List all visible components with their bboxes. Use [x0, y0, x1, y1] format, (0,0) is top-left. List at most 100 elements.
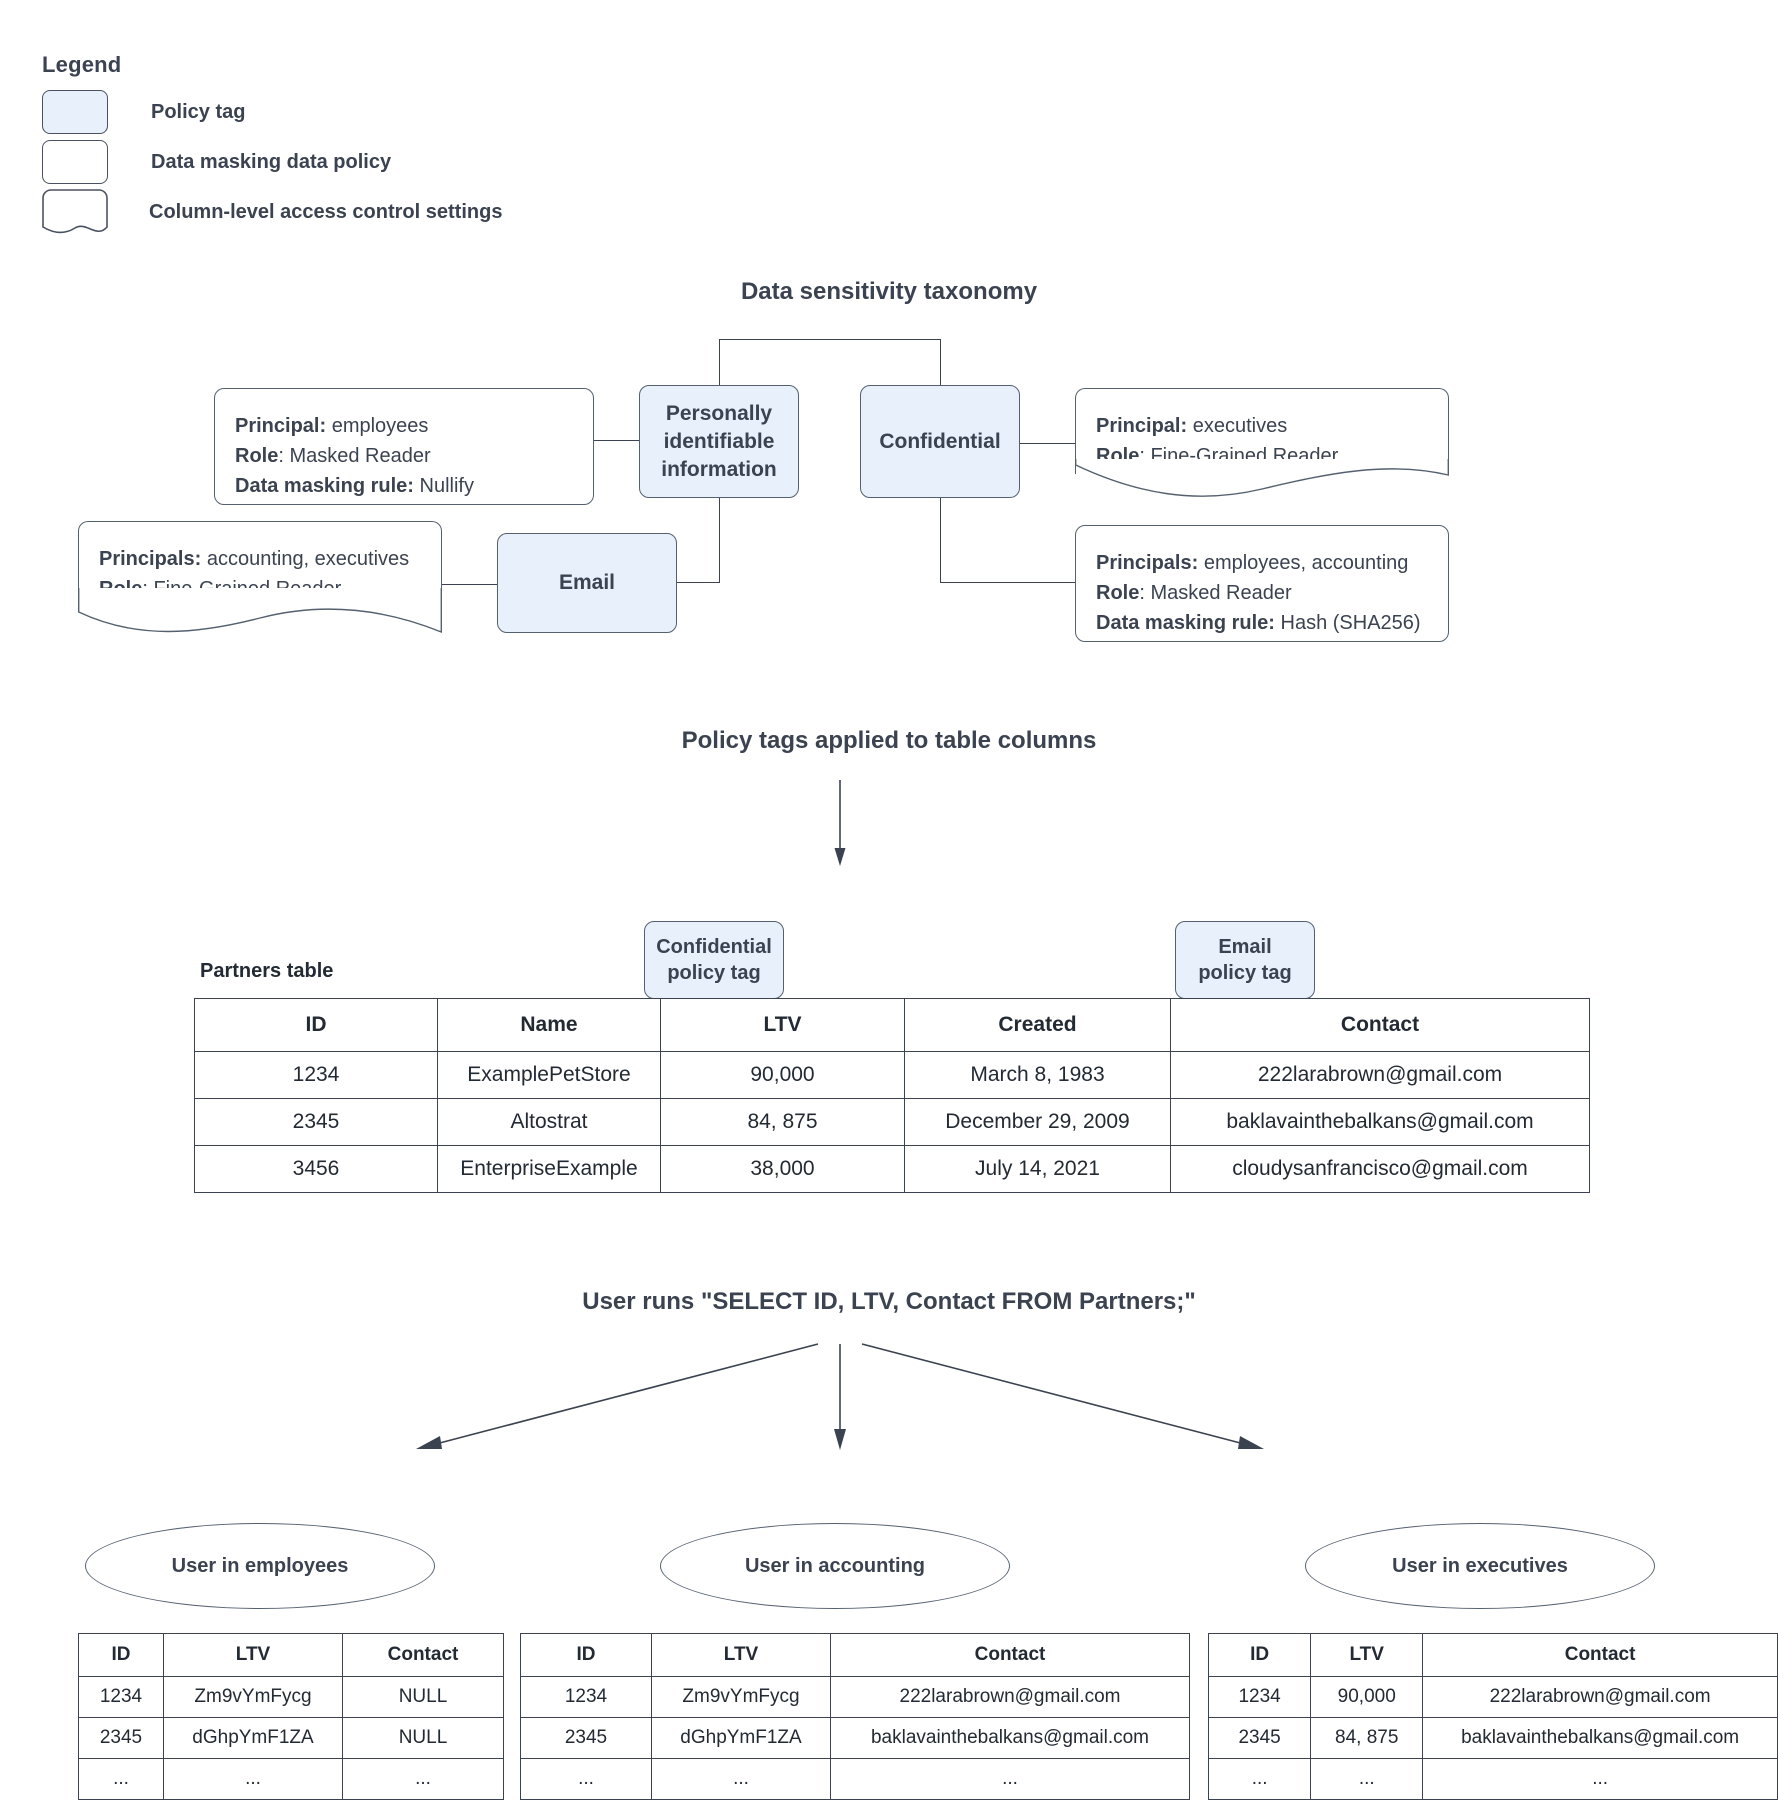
- policy-value: accounting, executives: [201, 548, 410, 570]
- persona-oval-accounting: User in accounting: [660, 1523, 1010, 1609]
- cell: 38,000: [660, 1145, 905, 1193]
- policy-value: : Masked Reader: [278, 445, 431, 467]
- cell: ...: [651, 1758, 831, 1800]
- policy-label: Data masking rule:: [235, 475, 414, 497]
- policy-tag-label: Personally identifiable information: [661, 401, 777, 481]
- policy-label: Role: [1096, 582, 1140, 604]
- table-row: ... ... ...: [520, 1758, 1190, 1800]
- column-header: Contact: [1422, 1633, 1778, 1677]
- table-row: 1234 90,000 222larabrown@gmail.com: [1207, 1676, 1778, 1718]
- cell: 2345: [194, 1098, 438, 1146]
- table-row: 2345 dGhpYmF1ZA baklavainthebalkans@gmai…: [520, 1717, 1190, 1759]
- query-fanout-arrows: [416, 1343, 1264, 1450]
- column-header: Contact: [830, 1633, 1190, 1677]
- tag-line-1: Confidential: [656, 936, 772, 958]
- persona-label: User in accounting: [744, 1554, 926, 1577]
- persona-label: User in executives: [1392, 1554, 1568, 1577]
- policy-label: Principals:: [1096, 552, 1199, 574]
- legend-item-data-masking: Data masking data policy: [42, 138, 602, 186]
- cell: 222larabrown@gmail.com: [1170, 1051, 1590, 1099]
- policy-label: Role: [235, 445, 279, 467]
- persona-oval-employees: User in employees: [85, 1523, 435, 1609]
- cell: baklavainthebalkans@gmail.com: [830, 1717, 1190, 1759]
- legend-item-label: Policy tag: [151, 100, 246, 123]
- policy-tag-email[interactable]: Email: [497, 533, 677, 633]
- cell: 2345: [1207, 1717, 1312, 1759]
- pii-data-masking-policy-box: Principal: employees Role: Masked Reader…: [214, 388, 594, 505]
- cell: ...: [78, 1758, 164, 1800]
- column-header: LTV: [651, 1633, 831, 1677]
- cell: cloudysanfrancisco@gmail.com: [1170, 1145, 1590, 1193]
- policy-label: Principals:: [99, 548, 202, 570]
- cell: 84, 875: [660, 1098, 905, 1146]
- table-row: 2345 dGhpYmF1ZA NULL: [78, 1717, 504, 1759]
- cell: 3456: [194, 1145, 438, 1193]
- cell: baklavainthebalkans@gmail.com: [1422, 1717, 1778, 1759]
- table-header-row: ID LTV Contact: [520, 1633, 1190, 1677]
- cell: dGhpYmF1ZA: [163, 1717, 343, 1759]
- wavy-edge: [78, 588, 442, 634]
- policy-line-1: Principal: employees: [235, 411, 573, 441]
- policy-tag-swatch: [42, 90, 108, 134]
- table-row: 2345 Altostrat 84, 875 December 29, 2009…: [194, 1098, 1590, 1146]
- partners-table-caption: Partners table: [200, 960, 334, 982]
- legend: Legend Policy tag Data masking data poli…: [42, 52, 602, 238]
- connector-confidential-top: [940, 339, 942, 385]
- column-header: ID: [78, 1633, 164, 1677]
- cell: NULL: [342, 1676, 504, 1718]
- connector-top-bridge: [719, 339, 941, 341]
- policy-value: Hash (SHA256): [1274, 612, 1421, 634]
- cell: 222larabrown@gmail.com: [1422, 1676, 1778, 1718]
- cell: Zm9vYmFycg: [651, 1676, 831, 1718]
- confidential-data-masking-policy-box: Principals: employees, accounting Role: …: [1075, 525, 1449, 642]
- tag-line-2: policy tag: [667, 962, 761, 984]
- confidential-column-access-box: Principal: executives Role: Fine-Grained…: [1075, 388, 1449, 505]
- cell: July 14, 2021: [904, 1145, 1171, 1193]
- policy-tag-pii[interactable]: Personally identifiable information: [639, 385, 799, 498]
- persona-oval-executives: User in executives: [1305, 1523, 1655, 1609]
- policy-line-2: Role: Masked Reader: [1096, 578, 1428, 608]
- table-header-row: ID LTV Contact: [78, 1633, 504, 1677]
- policy-line-2: Role: Masked Reader: [235, 441, 573, 471]
- table-row: ... ... ...: [1207, 1758, 1778, 1800]
- cell: ...: [1207, 1758, 1312, 1800]
- column-policy-tag-confidential[interactable]: Confidential policy tag: [644, 921, 784, 999]
- cell: 90,000: [660, 1051, 905, 1099]
- legend-item-label: Column-level access control settings: [149, 200, 503, 223]
- cell: dGhpYmF1ZA: [651, 1717, 831, 1759]
- connector-confidential-access: [1019, 443, 1075, 445]
- cell: March 8, 1983: [904, 1051, 1171, 1099]
- column-header: Name: [437, 998, 661, 1052]
- policy-label: Data masking rule:: [1096, 612, 1275, 634]
- table-header-row: ID LTV Contact: [1207, 1633, 1778, 1677]
- arrow-down-to-table: [834, 780, 846, 866]
- connector-email-access: [442, 584, 497, 586]
- table-row: 2345 84, 875 baklavainthebalkans@gmail.c…: [1207, 1717, 1778, 1759]
- policy-line-1: Principals: employees, accounting: [1096, 548, 1428, 578]
- cell: ...: [830, 1758, 1190, 1800]
- legend-item-policy-tag: Policy tag: [42, 88, 602, 136]
- policy-value: employees: [326, 415, 429, 437]
- cell: Zm9vYmFycg: [163, 1676, 343, 1718]
- policy-line-3: Data masking rule: Hash (SHA256): [1096, 608, 1428, 638]
- cell: 90,000: [1310, 1676, 1424, 1718]
- column-policy-tag-email[interactable]: Email policy tag: [1175, 921, 1315, 999]
- connector-confidential-mask-h: [940, 582, 1075, 584]
- query-section-title: User runs "SELECT ID, LTV, Contact FROM …: [582, 1288, 1196, 1315]
- tag-line-1: Email: [1218, 936, 1272, 958]
- policy-value: : Masked Reader: [1139, 582, 1292, 604]
- connector-pii-top: [719, 339, 721, 385]
- cell: ...: [1310, 1758, 1424, 1800]
- policy-line-1: Principal: executives: [1096, 411, 1428, 441]
- cell: 2345: [78, 1717, 164, 1759]
- cell: 84, 875: [1310, 1717, 1424, 1759]
- column-header: Contact: [342, 1633, 504, 1677]
- column-header: ID: [520, 1633, 652, 1677]
- cell: baklavainthebalkans@gmail.com: [1170, 1098, 1590, 1146]
- persona-label: User in employees: [171, 1554, 349, 1577]
- policy-line-1: Principals: accounting, executives: [99, 544, 421, 574]
- cell: ...: [163, 1758, 343, 1800]
- policy-tag-confidential[interactable]: Confidential: [860, 385, 1020, 498]
- legend-item-label: Data masking data policy: [151, 150, 392, 173]
- cell: 222larabrown@gmail.com: [830, 1676, 1190, 1718]
